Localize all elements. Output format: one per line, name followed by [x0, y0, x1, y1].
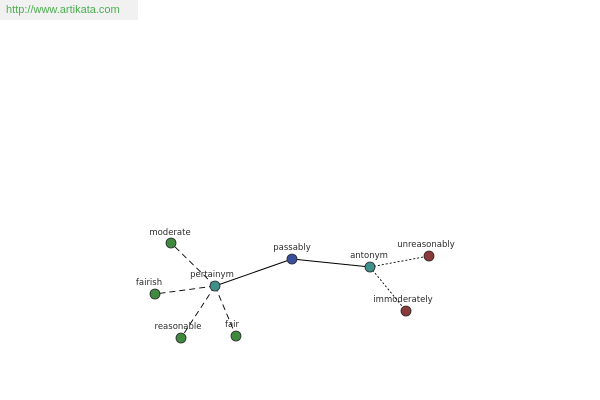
node-label-reasonable[interactable]: reasonable: [155, 322, 202, 332]
node-dot-fair[interactable]: [230, 330, 242, 342]
edge-passably-antonym: [291, 258, 371, 268]
node-fair[interactable]: fair: [225, 320, 242, 342]
node-label-unreasonably[interactable]: unreasonably: [397, 240, 455, 250]
node-dot-fairish[interactable]: [149, 288, 161, 300]
source-url-banner[interactable]: http://www.artikata.com: [0, 0, 138, 20]
node-unreasonably[interactable]: unreasonably: [397, 240, 455, 262]
node-dot-immoderately[interactable]: [400, 305, 412, 317]
edge-pertainym-fairish: [154, 285, 216, 295]
node-dot-unreasonably[interactable]: [423, 250, 435, 262]
node-dot-antonym[interactable]: [364, 261, 376, 273]
node-moderate[interactable]: moderate: [149, 228, 191, 249]
edge-antonym-immoderately: [369, 266, 407, 312]
node-pertainym[interactable]: pertainym: [190, 270, 234, 292]
node-dot-passably[interactable]: [286, 253, 298, 265]
node-label-immoderately[interactable]: immoderately: [373, 295, 432, 305]
node-fairish[interactable]: fairish: [136, 278, 162, 300]
node-label-antonym[interactable]: antonym: [350, 251, 388, 261]
node-label-pertainym[interactable]: pertainym: [190, 270, 234, 280]
node-reasonable[interactable]: reasonable: [155, 322, 202, 344]
edge-pertainym-reasonable: [180, 285, 216, 339]
edges-layer: [154, 242, 430, 339]
node-dot-pertainym[interactable]: [209, 280, 221, 292]
node-label-fairish[interactable]: fairish: [136, 278, 162, 288]
node-label-passably[interactable]: passably: [273, 243, 310, 253]
edge-pertainym-fair: [214, 285, 237, 337]
node-antonym[interactable]: antonym: [350, 251, 388, 273]
node-dot-moderate[interactable]: [165, 237, 177, 249]
nodes-layer: passably pertainym antonym moderate fairish r…: [136, 228, 455, 344]
edge-passably-pertainym: [214, 258, 293, 287]
node-passably[interactable]: passably: [273, 243, 311, 265]
node-immoderately[interactable]: immoderately: [373, 295, 433, 317]
node-label-fair[interactable]: fair: [225, 320, 240, 330]
node-label-moderate[interactable]: moderate: [149, 228, 190, 238]
edge-pertainym-moderate: [170, 242, 216, 287]
node-dot-reasonable[interactable]: [175, 332, 187, 344]
